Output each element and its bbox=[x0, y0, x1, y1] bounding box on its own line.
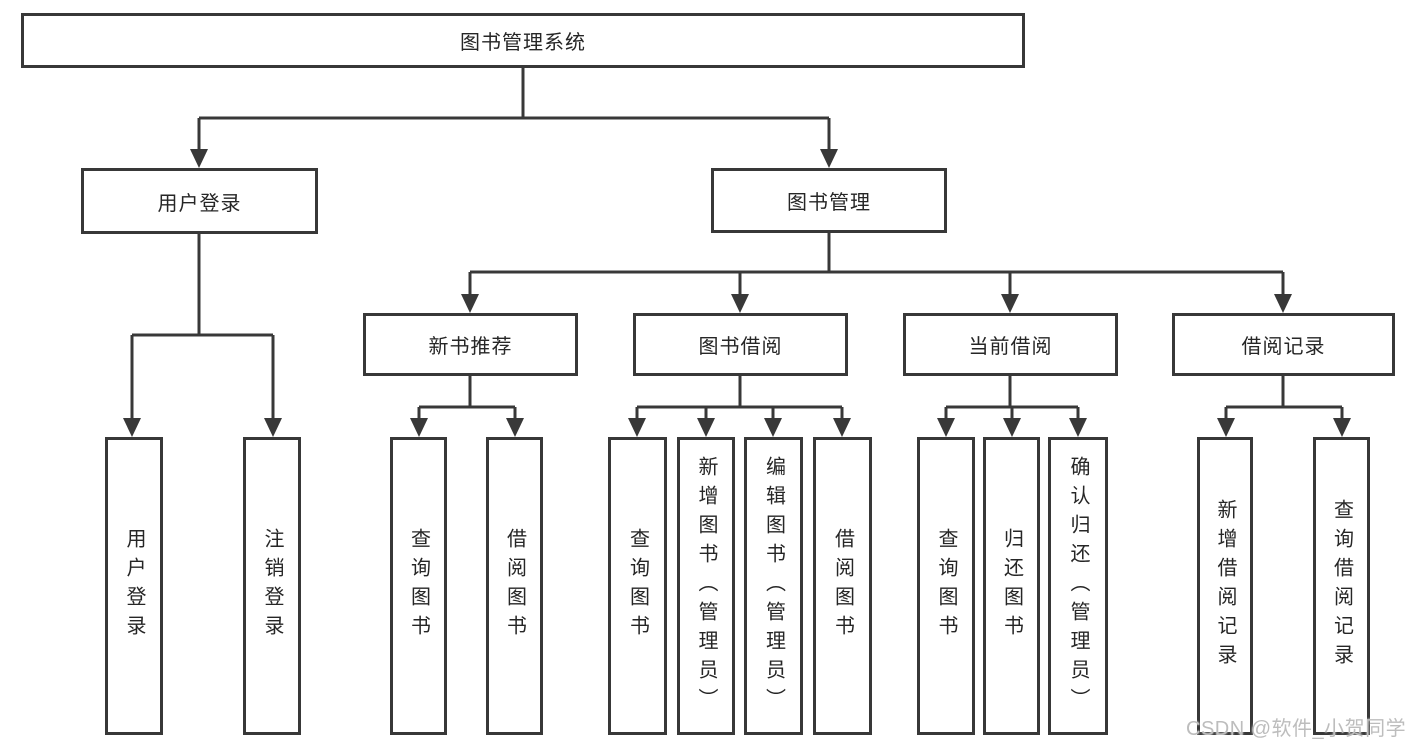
node-borrowing-records: 借阅记录 bbox=[1172, 313, 1395, 376]
node-new-book-recommend: 新书推荐 bbox=[363, 313, 578, 376]
node-query-books-b: 查询图书 bbox=[608, 437, 667, 735]
node-logout-leaf: 注销登录 bbox=[243, 437, 301, 735]
node-book-borrowing: 图书借阅 bbox=[633, 313, 848, 376]
csdn-watermark: CSDN @软件_小贺同学 bbox=[1186, 718, 1405, 740]
node-user-login: 用户登录 bbox=[81, 168, 318, 234]
node-add-borrow-record: 新增借阅记录 bbox=[1197, 437, 1253, 735]
node-root: 图书管理系统 bbox=[21, 13, 1025, 68]
node-query-borrow-record: 查询借阅记录 bbox=[1313, 437, 1370, 735]
node-query-books-c: 查询图书 bbox=[917, 437, 975, 735]
node-borrow-books-a: 借阅图书 bbox=[486, 437, 543, 735]
node-borrow-books-b: 借阅图书 bbox=[813, 437, 872, 735]
node-book-management: 图书管理 bbox=[711, 168, 947, 233]
node-confirm-return-admin: 确认归还（管理员） bbox=[1048, 437, 1108, 735]
node-user-login-leaf: 用户登录 bbox=[105, 437, 163, 735]
node-query-books-a: 查询图书 bbox=[390, 437, 447, 735]
node-return-books: 归还图书 bbox=[983, 437, 1040, 735]
node-current-borrowing: 当前借阅 bbox=[903, 313, 1118, 376]
node-add-books-admin: 新增图书（管理员） bbox=[677, 437, 735, 735]
node-edit-books-admin: 编辑图书（管理员） bbox=[744, 437, 803, 735]
